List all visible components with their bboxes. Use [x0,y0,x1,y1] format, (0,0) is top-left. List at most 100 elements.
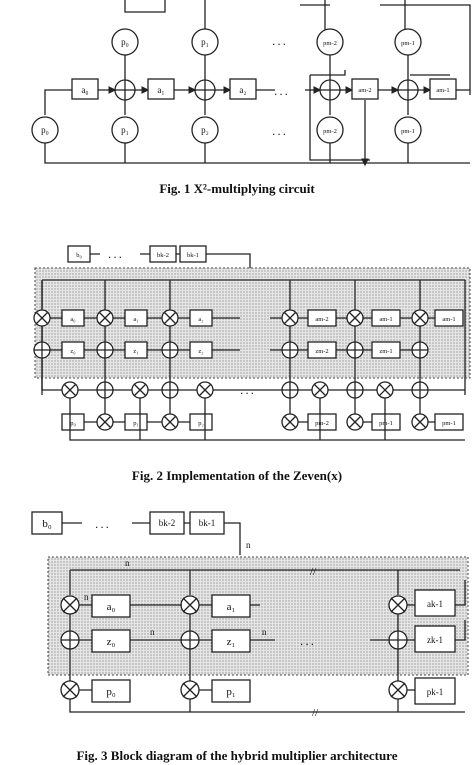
svg-text:pm-1: pm-1 [442,420,456,427]
fig1-p-node-top: p₀ [111,28,139,56]
svg-text:p₂: p₂ [198,420,204,427]
fig2-b-register: b₀ [67,245,91,263]
svg-text:pm-2: pm-2 [323,128,337,135]
svg-text:a₁: a₁ [227,601,236,613]
svg-text:ak-1: ak-1 [427,599,443,609]
svg-text:a₀: a₀ [81,85,88,95]
fig3-row-p: p₀ p₁ pk-1 // [60,649,465,719]
fig2-z-register: zm-2 [307,341,337,359]
svg-text:pm-2: pm-2 [315,420,329,427]
fig2-p-register: p₁ [124,413,148,431]
fig3-b-register: b₀ [31,511,63,535]
fig2-p-register: pm-1 [371,413,401,431]
fig2-row-p: p₀ p₁ p₂ pm-2 pm-1 pm-1 ... [61,383,465,441]
figure-1: p₀ p₁ pm-2 pm-1 ... a₀ a₁ a₂ am-2 am-1 .… [31,0,471,196]
figure-3: b₀ ... bk-2 bk-1 n n // a₀ a₁ ak-1 n z₀ [31,511,469,763]
fig3-caption: Fig. 3 Block diagram of the hybrid multi… [76,748,397,763]
svg-text:a₀: a₀ [107,601,116,613]
fig2-a-register: a₂ [189,309,213,327]
svg-text:am-1: am-1 [379,316,392,323]
fig1-p-node-bottom: p₂ [191,116,219,144]
fig2-p-register: p₂ [189,413,213,431]
svg-text:b₀: b₀ [42,518,52,530]
fig1-p-node-bottom: pm-2 [316,116,344,144]
svg-text:z₀: z₀ [70,348,75,355]
svg-text:p₀: p₀ [70,420,76,427]
svg-text:zm-2: zm-2 [315,348,328,355]
fig3-b-register: bk-1 [189,511,225,535]
svg-text:pm-1: pm-1 [401,40,415,47]
svg-text:b₀: b₀ [76,252,82,259]
svg-text:bk-1: bk-1 [199,518,216,528]
svg-text:bk-1: bk-1 [187,252,199,259]
svg-text:zm-1: zm-1 [379,348,392,355]
fig1-a-register: am-2 [351,78,379,100]
svg-text:a₂: a₂ [198,316,203,323]
fig2-ellipsis-mid: ... [240,383,256,397]
fig2-p-register: pm-1 [434,413,464,431]
svg-text:pm-1: pm-1 [401,128,415,135]
fig2-a-register: a₁ [124,309,148,327]
fig3-z-register: z₀ [91,629,131,653]
svg-text:pm-1: pm-1 [379,420,393,427]
fig2-a-register: am-1 [434,309,464,327]
fig3-p-register: p₀ [91,679,131,703]
fig1-a-register: am-1 [429,78,457,100]
fig3-a-register: a₀ [91,594,131,618]
svg-text:a₂: a₂ [239,85,246,95]
svg-text:z₁: z₁ [133,348,138,355]
svg-text:p₀: p₀ [121,37,129,47]
svg-text:am-1: am-1 [436,87,449,94]
svg-text:p₁: p₁ [133,420,139,427]
svg-text:zk-1: zk-1 [427,635,443,645]
fig2-z-register: z₀ [61,341,85,359]
svg-text:am-1: am-1 [442,316,455,323]
fig3-ellipsis-b: ... [95,517,111,531]
svg-text:am-2: am-2 [315,316,328,323]
fig1-p-node-bottom: p₁ [111,116,139,144]
svg-text:a₁: a₁ [133,316,138,323]
svg-text:p₁: p₁ [121,125,129,135]
fig1-top-wire [124,0,166,13]
fig3-break-mark: // [310,566,317,578]
svg-text:am-2: am-2 [358,87,371,94]
svg-text:a₁: a₁ [157,85,164,95]
fig3-a-register: a₁ [211,594,251,618]
fig1-a-register: a₂ [229,78,257,100]
fig1-p-node-bottom: p₀ [31,116,59,144]
fig3-b-register: bk-2 [149,511,185,535]
fig3-p-register: pk-1 [414,677,456,705]
svg-text:a₀: a₀ [70,316,75,323]
fig2-b-register: bk-1 [179,245,207,263]
fig2-z-register: z₁ [124,341,148,359]
figure-2: b₀ ... bk-2 bk-1 a₀ a₁ a₂ am-2 am-1 am-1 [33,245,471,483]
fig1-ellipsis-mid: ... [274,84,290,98]
fig1-p-node-top: pm-2 [316,28,344,56]
fig3-bus-width-label: n [262,627,267,637]
svg-text:pm-2: pm-2 [323,40,337,47]
svg-text:pk-1: pk-1 [427,687,444,697]
fig2-z-register: z₂ [189,341,213,359]
svg-text:z₀: z₀ [107,636,116,648]
fig1-xor-node [319,79,341,101]
fig3-z-register: zk-1 [414,625,456,653]
fig3-a-register: ak-1 [414,589,456,617]
fig1-xor-node [114,79,136,101]
svg-text:p₁: p₁ [226,686,236,698]
fig1-p-node-top: p₁ [191,28,219,56]
fig1-caption: Fig. 1 X²-multiplying circuit [159,181,315,196]
fig2-a-register: am-1 [371,309,401,327]
fig3-bus-width-label: n [84,592,89,602]
fig2-row-xor [41,358,465,420]
fig1-a-register: a₀ [71,78,99,100]
svg-text:bk-2: bk-2 [157,252,169,259]
fig3-row-a: a₀ a₁ ak-1 n [60,580,466,618]
svg-text:z₂: z₂ [198,348,203,355]
fig3-z-register: z₁ [211,629,251,653]
svg-text:p₀: p₀ [106,686,116,698]
svg-text:z₁: z₁ [227,636,236,648]
fig3-ellipsis-z: ... [300,634,316,648]
fig1-bus [44,89,72,115]
fig2-z-register: zm-1 [371,341,401,359]
